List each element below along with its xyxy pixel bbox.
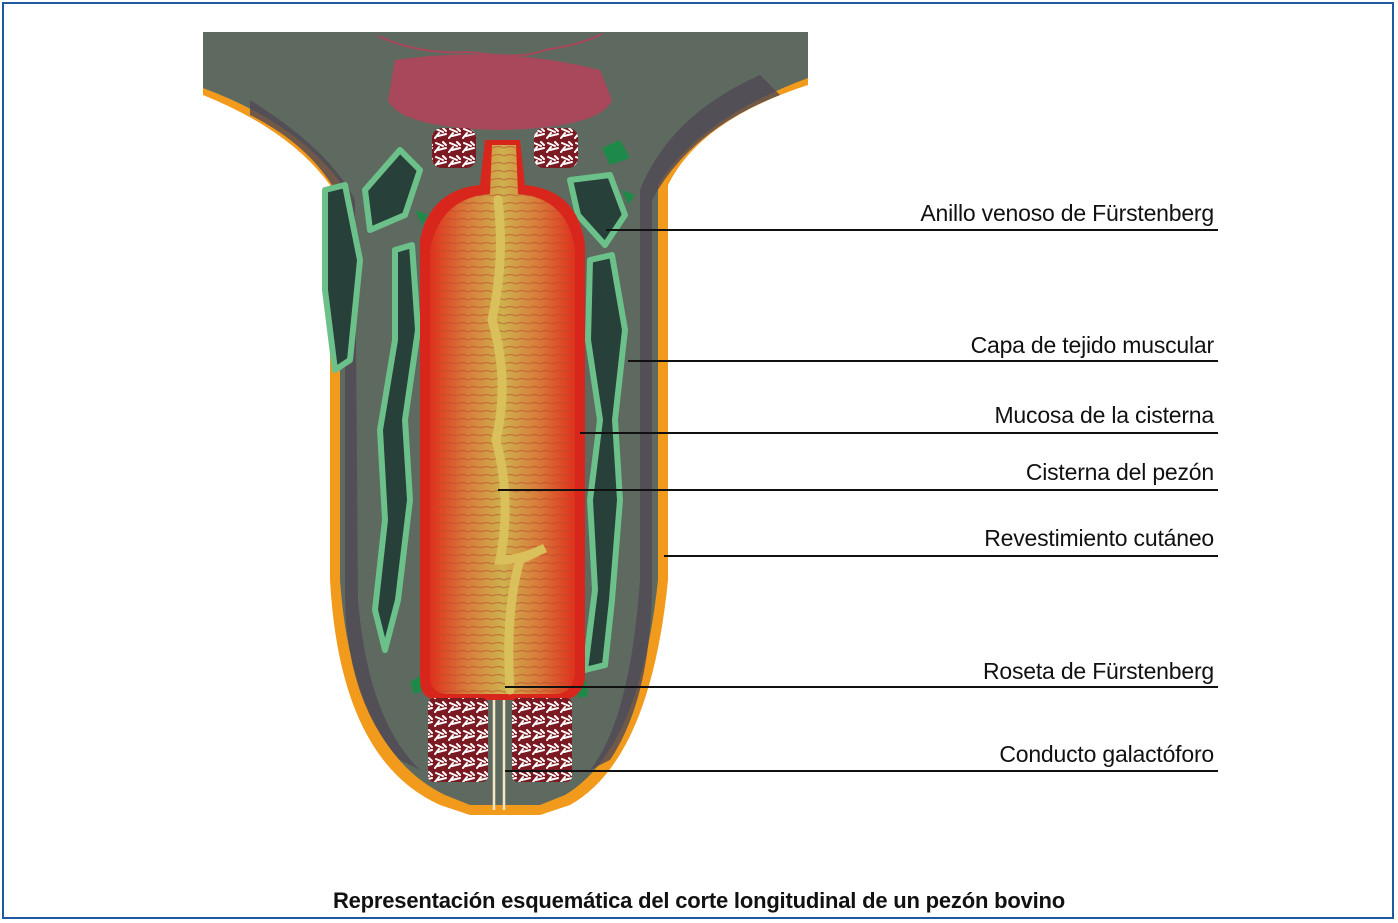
gland-cistern [388,54,612,130]
sphincter-right [512,698,572,782]
label-conducto-galactoforo: Conducto galactóforo [999,741,1214,768]
label-anillo-venoso: Anillo venoso de Fürstenberg [920,200,1214,227]
label-cisterna-pezon: Cisterna del pezón [1026,459,1214,486]
sphincter-left [428,698,488,782]
label-revestimiento-cutaneo: Revestimiento cutáneo [984,525,1214,552]
label-capa-muscular: Capa de tejido muscular [971,332,1214,359]
upper-fiber-block-left [432,128,476,168]
figure-caption: Representación esquemática del corte lon… [0,888,1398,914]
label-mucosa-cisterna: Mucosa de la cisterna [994,402,1214,429]
label-roseta: Roseta de Fürstenberg [983,658,1214,685]
upper-fiber-block-right [534,128,578,168]
